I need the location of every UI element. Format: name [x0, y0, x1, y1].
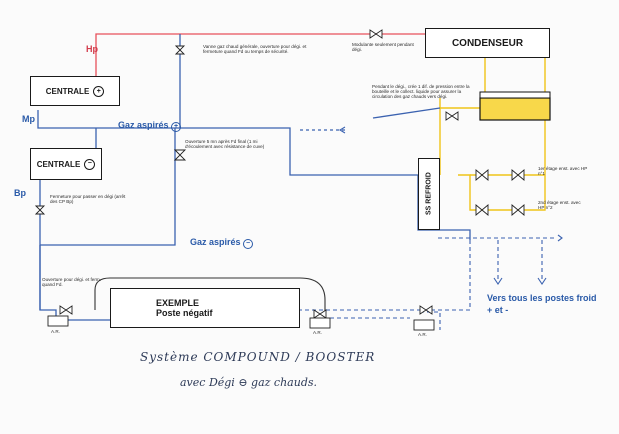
refroid-box: SS REFROID: [418, 158, 440, 230]
dashed-lines: [300, 237, 555, 330]
plus-circle-icon: +: [93, 85, 105, 97]
centrale-plus-box: CENTRALE +: [30, 76, 120, 106]
ar-mid-label: A.R.: [313, 330, 322, 335]
condenseur-label: CONDENSEUR: [451, 37, 524, 49]
mp-label: Mp: [22, 114, 35, 124]
note-ouverture-5min: Ouverture 5 mn après Fd final (1 mi d'éc…: [185, 139, 265, 150]
handwritten-subtitle: avec Dégi ⊖ gaz chauds.: [180, 376, 318, 389]
hp-label: Hp: [86, 44, 98, 54]
gaz-aspires-plus-text: Gaz aspirés: [118, 120, 169, 130]
note-etage-1: 1er étage enst. avec HP n°1: [538, 166, 588, 177]
gaz-aspires-minus-text: Gaz aspirés: [190, 237, 241, 247]
refroid-label: SS REFROID: [425, 172, 433, 216]
exemple-subtitle: Poste négatif: [156, 308, 213, 318]
note-vanne-gaz-chaud: Vanne gaz chaud générale, ouverture pour…: [203, 44, 307, 55]
centrale-plus-label: CENTRALE: [45, 86, 90, 96]
minus-circle-icon: −: [84, 158, 96, 170]
ar-left-label: A.R.: [51, 329, 60, 334]
liquid-line: [439, 58, 546, 211]
check-valves: [47, 315, 435, 331]
centrale-minus-box: CENTRALE −: [30, 148, 102, 180]
hp-line: [95, 33, 430, 76]
handwritten-title: Système COMPOUND / BOOSTER: [140, 350, 376, 364]
vers-postes-label: Vers tous les postes froid + et -: [487, 293, 597, 315]
note-ouverture-degi: Ouverture pour dégi. et ferm. quand Fd.: [42, 277, 101, 288]
valves: [34, 29, 525, 319]
minus-circle-icon: −: [243, 239, 254, 249]
exemple-loop: [94, 277, 326, 316]
note-etage-2: 2nd étage enst. avec HP n°2: [538, 200, 581, 211]
note-modulante: Modulante seulement pendant dégi.: [352, 42, 414, 53]
mp-lines: [37, 34, 471, 321]
ar-right-label: A.R.: [418, 332, 427, 337]
exemple-title: EXEMPLE: [156, 298, 200, 308]
centrale-minus-label: CENTRALE: [36, 159, 81, 169]
condenseur-box: CONDENSEUR: [425, 28, 550, 58]
note-pendant-degi: Pendant le dégi., crée 1 dif. de pressio…: [372, 84, 470, 100]
exemple-box: EXEMPLE Poste négatif: [110, 288, 300, 328]
liquid-receiver: [479, 97, 551, 121]
gaz-aspires-minus-label: Gaz aspirés −: [190, 237, 254, 249]
note-fermeture-bp: Fermeture pour passer en dégi (arrêt des…: [50, 194, 126, 205]
bp-label: Bp: [14, 188, 26, 198]
gaz-aspires-plus-label: Gaz aspirés +: [118, 120, 182, 132]
plus-circle-icon: +: [171, 122, 182, 132]
flow-arrows: [338, 126, 563, 285]
